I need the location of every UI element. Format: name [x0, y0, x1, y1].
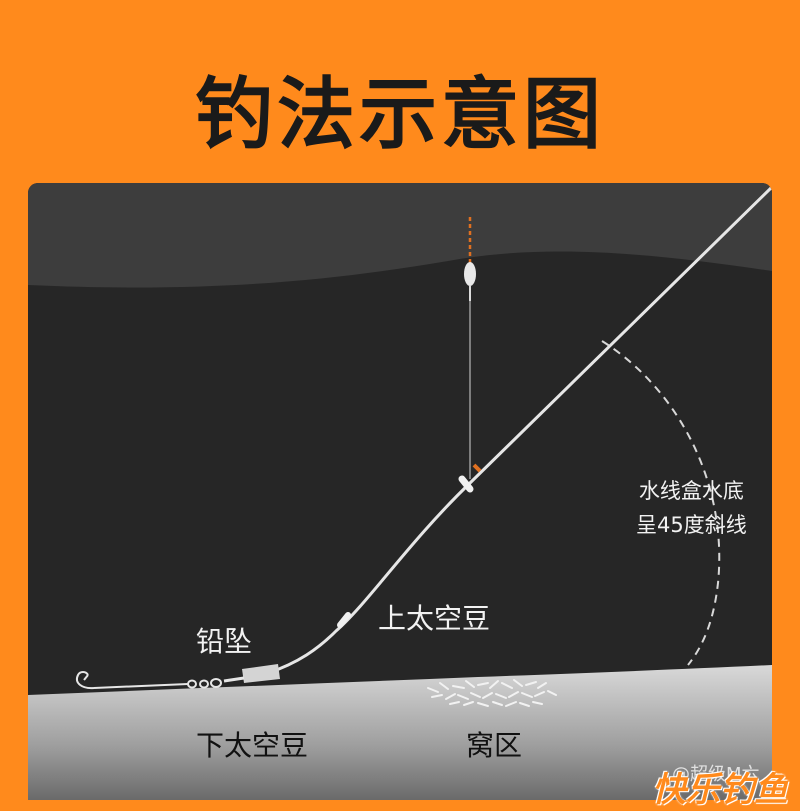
note-line-2: 呈45度斜线	[636, 513, 747, 537]
label-upper-space-bean: 上太空豆	[378, 602, 491, 635]
water-bottom	[28, 665, 772, 800]
page-title: 钓法示意图	[194, 70, 605, 160]
sinker-weight	[223, 664, 280, 683]
hook	[76, 671, 189, 690]
fishing-float	[464, 217, 476, 301]
diagram-panel	[28, 183, 772, 800]
lower-space-beans	[187, 678, 222, 689]
watermark-handle: @超级M六	[672, 764, 760, 785]
float-seat	[458, 463, 482, 493]
water-surface-band	[28, 183, 772, 288]
note-line-1: 水线盒水底	[638, 479, 744, 503]
label-lower-space-bean: 下太空豆	[196, 729, 309, 762]
diagram-svg	[28, 183, 772, 800]
label-nest-area: 窝区	[466, 729, 523, 762]
nest-bait-pellets	[427, 679, 557, 707]
watermark-brand: 快乐钓鱼	[652, 770, 788, 810]
upper-space-bean-mark	[337, 612, 351, 628]
note-45-degree: 水线盒水底 呈45度斜线	[636, 474, 747, 542]
label-sinker: 铅坠	[196, 625, 253, 658]
